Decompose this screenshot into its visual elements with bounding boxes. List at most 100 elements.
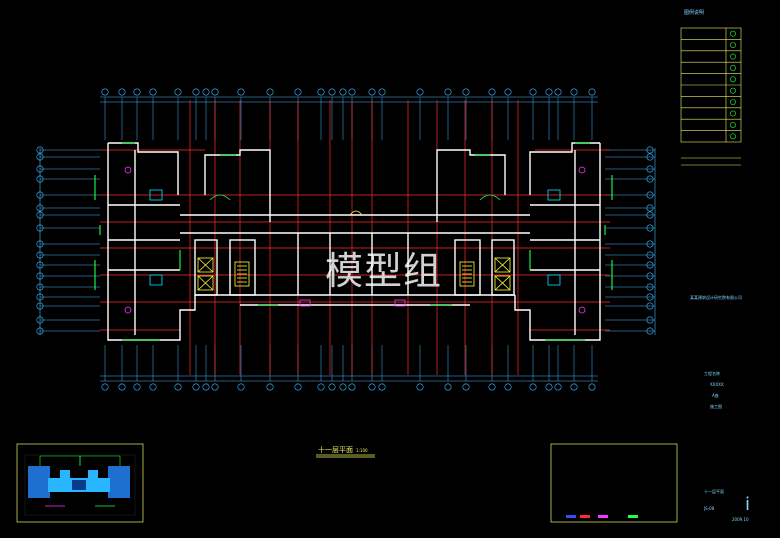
axis-bubble-top xyxy=(416,88,424,96)
axis-bubble-left xyxy=(36,175,44,183)
dimension-lines-top xyxy=(39,96,656,382)
sheet-number: JS-08 xyxy=(704,506,715,511)
axis-bubble-top xyxy=(237,88,245,96)
axis-bubble-left xyxy=(36,327,44,335)
axis-bubble-bottom xyxy=(266,383,274,391)
project-code: XXXXX xyxy=(710,382,724,387)
axis-bubble-top xyxy=(529,88,537,96)
legend-table xyxy=(680,27,742,166)
axis-bubble-bottom xyxy=(545,383,553,391)
legend-symbol xyxy=(730,122,736,128)
axis-bubble-left xyxy=(36,153,44,161)
axis-bubble-bottom xyxy=(317,383,325,391)
stage-label: 施工图 xyxy=(710,404,722,409)
axis-bubble-left xyxy=(36,302,44,310)
fixtures xyxy=(124,166,586,314)
legend-symbol xyxy=(730,99,736,105)
axis-bubble-bottom xyxy=(174,383,182,391)
axis-bubble-bottom xyxy=(378,383,386,391)
drawing-frames xyxy=(16,443,678,523)
axis-bubble-bottom xyxy=(118,383,126,391)
drawing-title-text: 十一层平面 xyxy=(318,446,353,454)
axis-bubble-top xyxy=(174,88,182,96)
legend-symbol xyxy=(730,65,736,71)
legend-symbol xyxy=(730,110,736,117)
axis-bubble-top xyxy=(317,88,325,96)
axis-bubble-top xyxy=(339,88,347,96)
axis-bubble-bottom xyxy=(368,383,376,391)
axis-bubble-right xyxy=(646,283,654,291)
axis-grid xyxy=(40,97,655,381)
axis-bubble-right xyxy=(646,240,654,248)
axis-bubble-top xyxy=(488,88,496,96)
title-block-marks xyxy=(566,515,638,518)
axis-bubble-top xyxy=(101,88,109,96)
company-name: 某某建筑设计研究院有限公司 xyxy=(690,295,742,300)
axis-bubble-bottom xyxy=(588,383,596,391)
legend-symbol xyxy=(730,76,736,83)
axis-bubble-bottom xyxy=(504,383,512,391)
building-label: A座 xyxy=(712,393,719,398)
structure-lines xyxy=(100,100,610,375)
windows xyxy=(94,142,613,341)
axis-bubble-right xyxy=(646,316,654,324)
axis-bubble-left xyxy=(36,204,44,212)
axis-bubble-top xyxy=(328,88,336,96)
axis-bubble-left xyxy=(36,283,44,291)
axis-bubble-top xyxy=(570,88,578,96)
axis-bubble-top xyxy=(462,88,470,96)
axis-bubble-left xyxy=(36,272,44,280)
axis-bubble-right xyxy=(646,146,654,154)
axis-bubble-top xyxy=(444,88,452,96)
legend-symbol xyxy=(730,30,736,37)
sheet-badge: i xyxy=(745,494,751,515)
legend-symbols xyxy=(730,30,736,140)
axis-bubble-top xyxy=(266,88,274,96)
axis-bubble-top xyxy=(348,88,356,96)
axis-bubble-right xyxy=(646,251,654,259)
axis-bubble-left xyxy=(36,191,44,199)
axis-bubble-left xyxy=(36,316,44,324)
axis-bubble-bottom xyxy=(192,383,200,391)
axis-bubble-left xyxy=(36,261,44,269)
legend-symbol xyxy=(730,42,736,48)
axis-bubble-top xyxy=(133,88,141,96)
drawing-scale: 1:100 xyxy=(356,448,368,453)
axis-bubble-left xyxy=(36,224,44,232)
axis-bubble-left xyxy=(36,165,44,173)
axis-bubble-bottom xyxy=(570,383,578,391)
axis-bubble-right xyxy=(646,211,654,219)
axis-bubble-bottom xyxy=(294,383,302,391)
axis-bubble-left xyxy=(36,211,44,219)
axis-bubble-top xyxy=(118,88,126,96)
legend-symbol xyxy=(730,133,736,140)
axis-bubble-top xyxy=(149,88,157,96)
axis-bubble-top xyxy=(588,88,596,96)
axis-bubble-top xyxy=(368,88,376,96)
watermark-text: 模型组 xyxy=(325,249,443,293)
axis-bubble-bottom xyxy=(416,383,424,391)
axis-bubble-left xyxy=(36,251,44,259)
axis-bubble-bottom xyxy=(211,383,219,391)
walls xyxy=(107,142,601,341)
axis-bubble-bottom xyxy=(488,383,496,391)
axis-bubble-top xyxy=(378,88,386,96)
axis-bubble-bottom xyxy=(348,383,356,391)
axis-bubble-left xyxy=(36,293,44,301)
axis-bubble-right xyxy=(646,224,654,232)
axis-bubble-top xyxy=(554,88,562,96)
axis-bubble-bottom xyxy=(529,383,537,391)
axis-bubble-bottom xyxy=(339,383,347,391)
axis-bubble-right xyxy=(646,175,654,183)
axis-bubble-bottom xyxy=(328,383,336,391)
legend-symbol xyxy=(730,53,736,60)
axis-bubble-top xyxy=(294,88,302,96)
axis-bubble-left xyxy=(36,240,44,248)
axis-bubble-top xyxy=(545,88,553,96)
legend-symbol xyxy=(730,87,736,94)
axis-bubble-bottom xyxy=(444,383,452,391)
axis-bubble-right xyxy=(646,261,654,269)
axis-bubbles xyxy=(36,88,654,391)
